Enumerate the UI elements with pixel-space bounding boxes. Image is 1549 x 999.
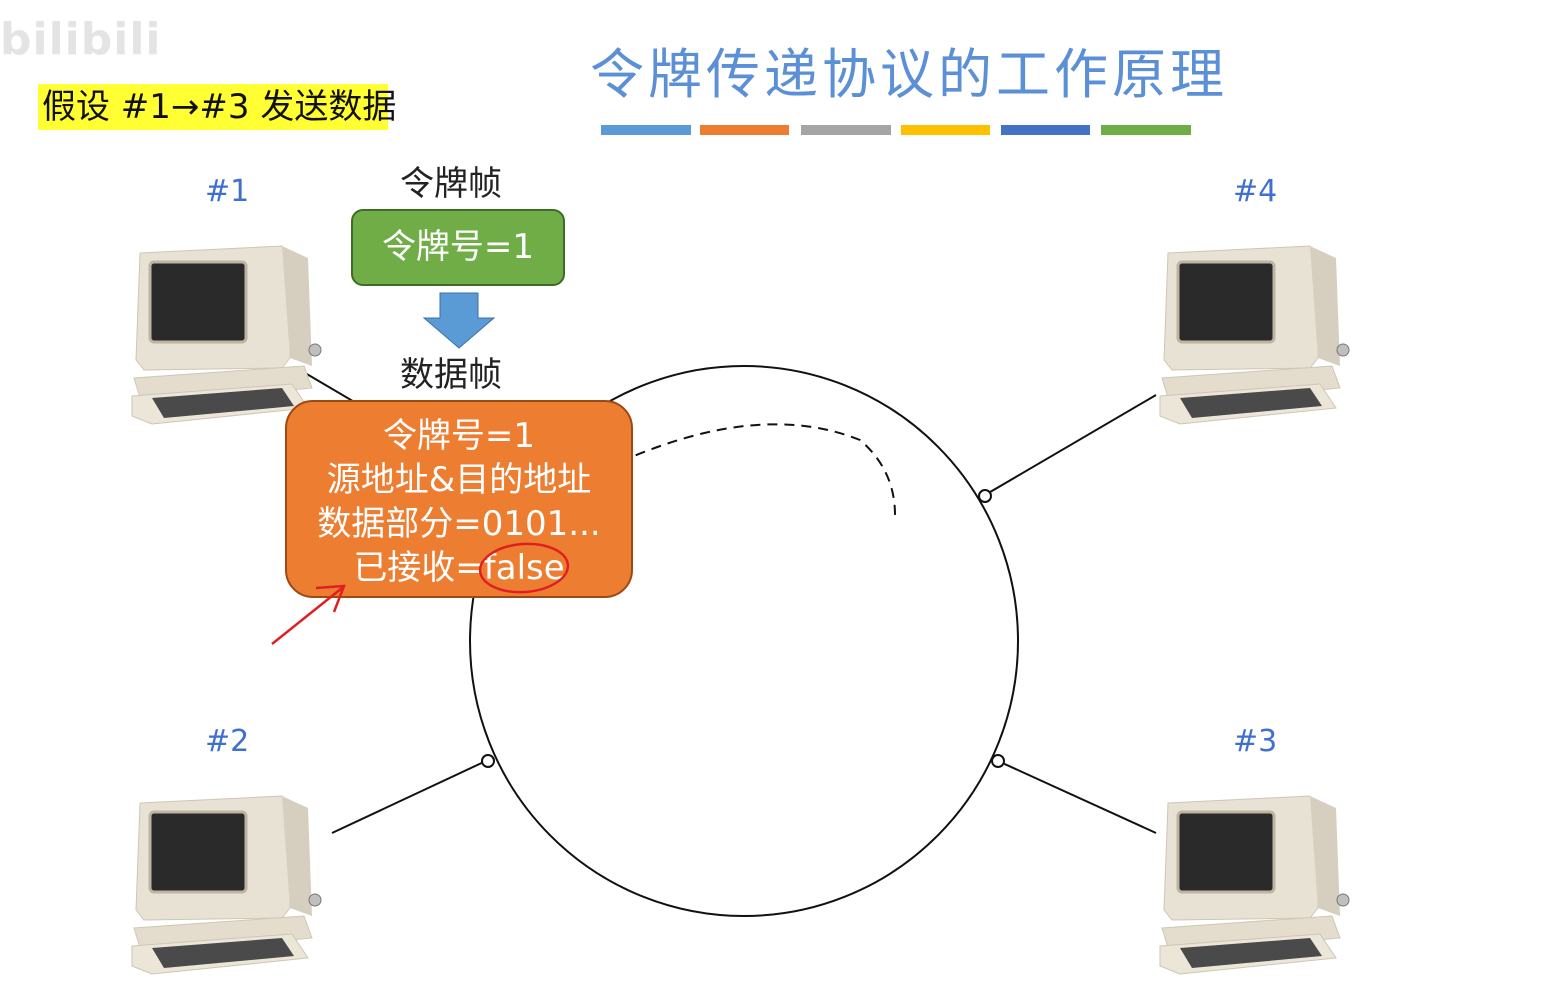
title-stripe-6 [1101, 125, 1191, 135]
node-label-1: #1 [205, 174, 250, 209]
title-stripe-3 [801, 125, 891, 135]
data-frame-line-address: 源地址&目的地址 [326, 460, 592, 500]
title-stripe-1 [601, 125, 691, 135]
page-title: 令牌传递协议的工作原理 [590, 43, 1228, 106]
computer-1 [130, 244, 323, 426]
ring-node-2 [481, 754, 495, 768]
token-frame-content: 令牌号=1 [381, 227, 535, 267]
node-label-4: #4 [1233, 174, 1278, 209]
data-frame-line-received: 已接收=false [353, 548, 565, 588]
link-2 [331, 759, 489, 834]
data-frame-line-token: 令牌号=1 [382, 416, 536, 456]
title-stripe-2 [700, 125, 789, 135]
data-frame-box: 令牌号=1 源地址&目的地址 数据部分=0101... 已接收=false [285, 400, 633, 598]
arrow-down-icon [422, 292, 496, 349]
ring-node-3 [991, 754, 1005, 768]
title-stripe-4 [901, 125, 990, 135]
assumption-note: 假设 #1→#3 发送数据 [38, 84, 396, 130]
computer-4 [1158, 244, 1351, 426]
watermark: bilibili [0, 14, 162, 65]
link-3 [997, 760, 1157, 834]
node-label-2: #2 [205, 724, 250, 759]
data-frame-heading: 数据帧 [400, 355, 502, 395]
computer-2 [130, 794, 323, 976]
token-frame-box: 令牌号=1 [351, 209, 565, 286]
title-stripe-5 [1001, 125, 1090, 135]
node-label-3: #3 [1233, 724, 1278, 759]
ring-node-4 [978, 489, 992, 503]
computer-3 [1158, 794, 1351, 976]
link-4 [984, 394, 1157, 496]
direction-arc [619, 423, 896, 516]
token-frame-heading: 令牌帧 [400, 164, 502, 204]
token-ring [469, 365, 1019, 917]
data-frame-line-payload: 数据部分=0101... [317, 504, 601, 544]
